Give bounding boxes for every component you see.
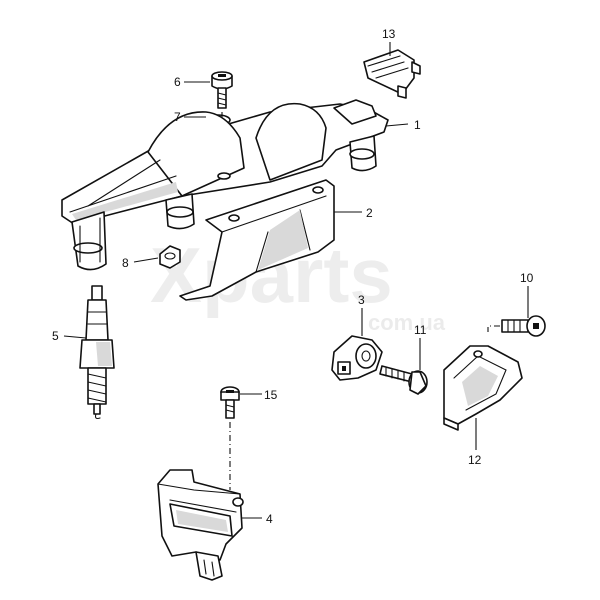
part-6-screw[interactable] [211, 71, 233, 109]
callout-11: 11 [414, 323, 427, 337]
part-15-screw[interactable] [220, 386, 240, 419]
callout-3: 3 [358, 293, 365, 307]
watermark-sub: com.ua [368, 310, 446, 335]
callout-15: 15 [264, 388, 278, 402]
callout-8: 8 [122, 256, 129, 270]
callout-1: 1 [414, 118, 421, 132]
part-5-spark-plug[interactable] [79, 285, 115, 420]
part-4-module[interactable] [157, 469, 244, 581]
callout-4: 4 [266, 512, 273, 526]
part-13-connector[interactable] [363, 49, 421, 99]
part-12-bracket[interactable] [443, 345, 523, 431]
callout-10: 10 [520, 271, 534, 285]
callout-13: 13 [382, 27, 396, 41]
part-3-sensor[interactable] [331, 335, 383, 381]
callout-7: 7 [174, 110, 181, 124]
part-11-bolt[interactable] [379, 365, 428, 395]
part-10-screw[interactable] [501, 315, 546, 337]
callout-2: 2 [366, 206, 373, 220]
callout-5: 5 [52, 329, 59, 343]
part-1-ignition-coil-pack[interactable] [61, 99, 389, 271]
part-8-nut[interactable] [159, 245, 181, 269]
callout-6: 6 [174, 75, 181, 89]
callout-labels: 1 2 3 4 5 6 7 8 10 11 12 13 15 [52, 27, 534, 526]
part-2-bracket[interactable] [179, 179, 335, 301]
callout-12: 12 [468, 453, 482, 467]
centerline-10-12 [487, 325, 500, 332]
leader-lines [63, 42, 529, 519]
